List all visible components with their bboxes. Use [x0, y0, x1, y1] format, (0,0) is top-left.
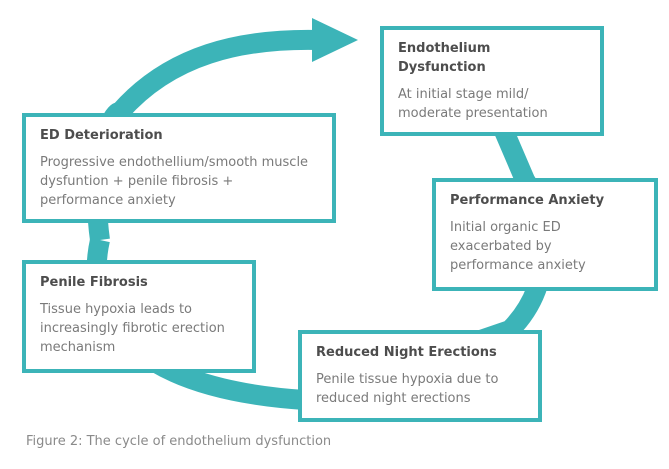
- node-description: Penile tissue hypoxia due to reduced nig…: [316, 372, 499, 406]
- node-description: Tissue hypoxia leads to increasingly fib…: [40, 302, 225, 355]
- arrow-head-icon: [312, 18, 358, 62]
- node-performance-anxiety: Performance Anxiety Initial organic ED e…: [432, 178, 658, 291]
- node-ed-deterioration: ED Deterioration Progressive endothelliu…: [22, 113, 336, 223]
- node-reduced-night-erections: Reduced Night Erections Penile tissue hy…: [298, 330, 542, 422]
- node-endothelium-dysfunction: Endothelium Dysfunction At initial stage…: [380, 26, 604, 136]
- node-description: At initial stage mild/ moderate presenta…: [398, 87, 548, 121]
- figure-caption: Figure 2: The cycle of endothelium dysfu…: [26, 434, 332, 449]
- node-description: Initial organic ED exacerbated by perfor…: [450, 220, 586, 273]
- node-description: Progressive endothellium/smooth muscle d…: [40, 155, 309, 208]
- node-penile-fibrosis: Penile Fibrosis Tissue hypoxia leads to …: [22, 260, 256, 373]
- node-title: Penile Fibrosis: [40, 275, 148, 290]
- node-title: Endothelium Dysfunction: [398, 41, 491, 75]
- node-title: Reduced Night Erections: [316, 345, 497, 360]
- node-title: ED Deterioration: [40, 128, 163, 143]
- node-title: Performance Anxiety: [450, 193, 605, 208]
